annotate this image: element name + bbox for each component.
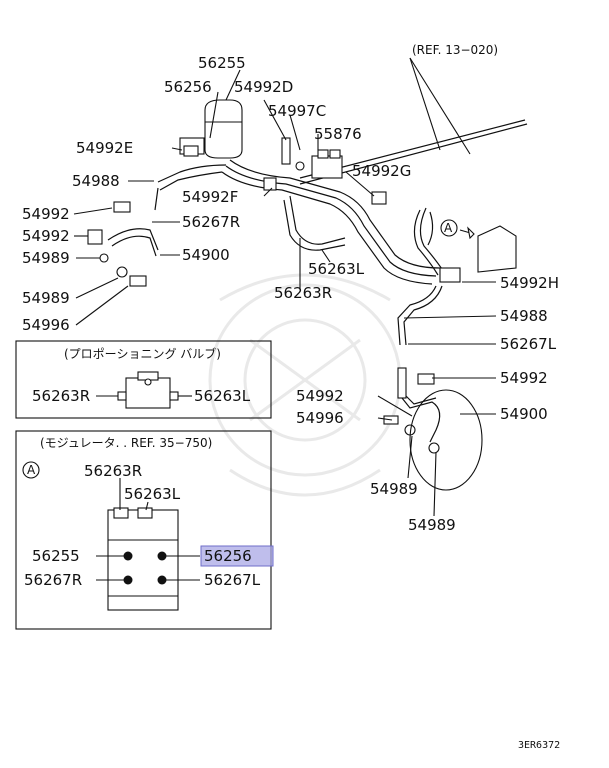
callout-a-label: A [444, 221, 453, 235]
label-54992-b: 54992 [22, 227, 70, 245]
label-54989-right-2: 54989 [408, 516, 456, 534]
label-54992H: 54992H [500, 274, 559, 292]
diagram-code: 3ER6372 [518, 740, 560, 751]
label-54996-left: 54996 [22, 316, 70, 334]
label-54992G: 54992G [352, 162, 411, 180]
label-54988-right: 54988 [500, 307, 548, 325]
label-54992-right-2: 54992 [296, 387, 344, 405]
highlight-56256[interactable] [200, 545, 274, 567]
modulator-inset: (モジュレータ. . REF. 35−750) A 56263R 56263L … [15, 430, 274, 630]
label-54997C: 54997C [268, 102, 326, 120]
label-54992E: 54992E [76, 139, 133, 157]
modulator-label-56267R: 56267R [24, 571, 82, 589]
label-54989-right: 54989 [370, 480, 418, 498]
watermark [208, 273, 402, 497]
valve-title: (プロポーショニング バルブ) [64, 346, 221, 361]
modulator-label-56255: 56255 [32, 547, 80, 565]
label-54992-right: 54992 [500, 369, 548, 387]
label-56256: 56256 [164, 78, 212, 96]
valve-inset: (プロポーショニング バルブ) 56263R 56263L [15, 340, 272, 419]
rear-hose [397, 367, 483, 491]
label-54992-a: 54992 [22, 205, 70, 223]
modulator-label-56267L: 56267L [204, 571, 261, 589]
modulator-label-56263L: 56263L [124, 485, 181, 503]
ref-13-020: (REF. 13−020) [412, 43, 498, 57]
modulator-label-56263R: 56263R [84, 462, 142, 480]
label-54996-right: 54996 [296, 409, 344, 427]
modulator-label-56256: 56256 [204, 547, 252, 565]
modulator-circle-a: A [27, 463, 36, 477]
label-56267L: 56267L [500, 335, 557, 353]
modulator-title: (モジュレータ. . REF. 35−750) [40, 436, 212, 450]
label-54992D: 54992D [234, 78, 293, 96]
modulator-outline [459, 225, 517, 273]
label-56263L: 56263L [308, 260, 365, 278]
callout-a-circle [440, 219, 458, 237]
reservoir [179, 99, 243, 159]
label-54992F: 54992F [182, 188, 238, 206]
label-56263R: 56263R [274, 284, 332, 302]
valve-label-56263L: 56263L [194, 387, 251, 405]
valve-label-56263R: 56263R [32, 387, 90, 405]
connector-block [295, 149, 343, 179]
label-56255: 56255 [198, 54, 246, 72]
label-55876: 55876 [314, 125, 362, 143]
label-54988-left: 54988 [72, 172, 120, 190]
label-56267R: 56267R [182, 213, 240, 231]
label-54900-right: 54900 [500, 405, 548, 423]
brake-lines [107, 119, 528, 346]
label-54900-left: 54900 [182, 246, 230, 264]
label-54989-left: 54989 [22, 249, 70, 267]
label-54989-left-2: 54989 [22, 289, 70, 307]
leader-lines [73, 57, 497, 517]
